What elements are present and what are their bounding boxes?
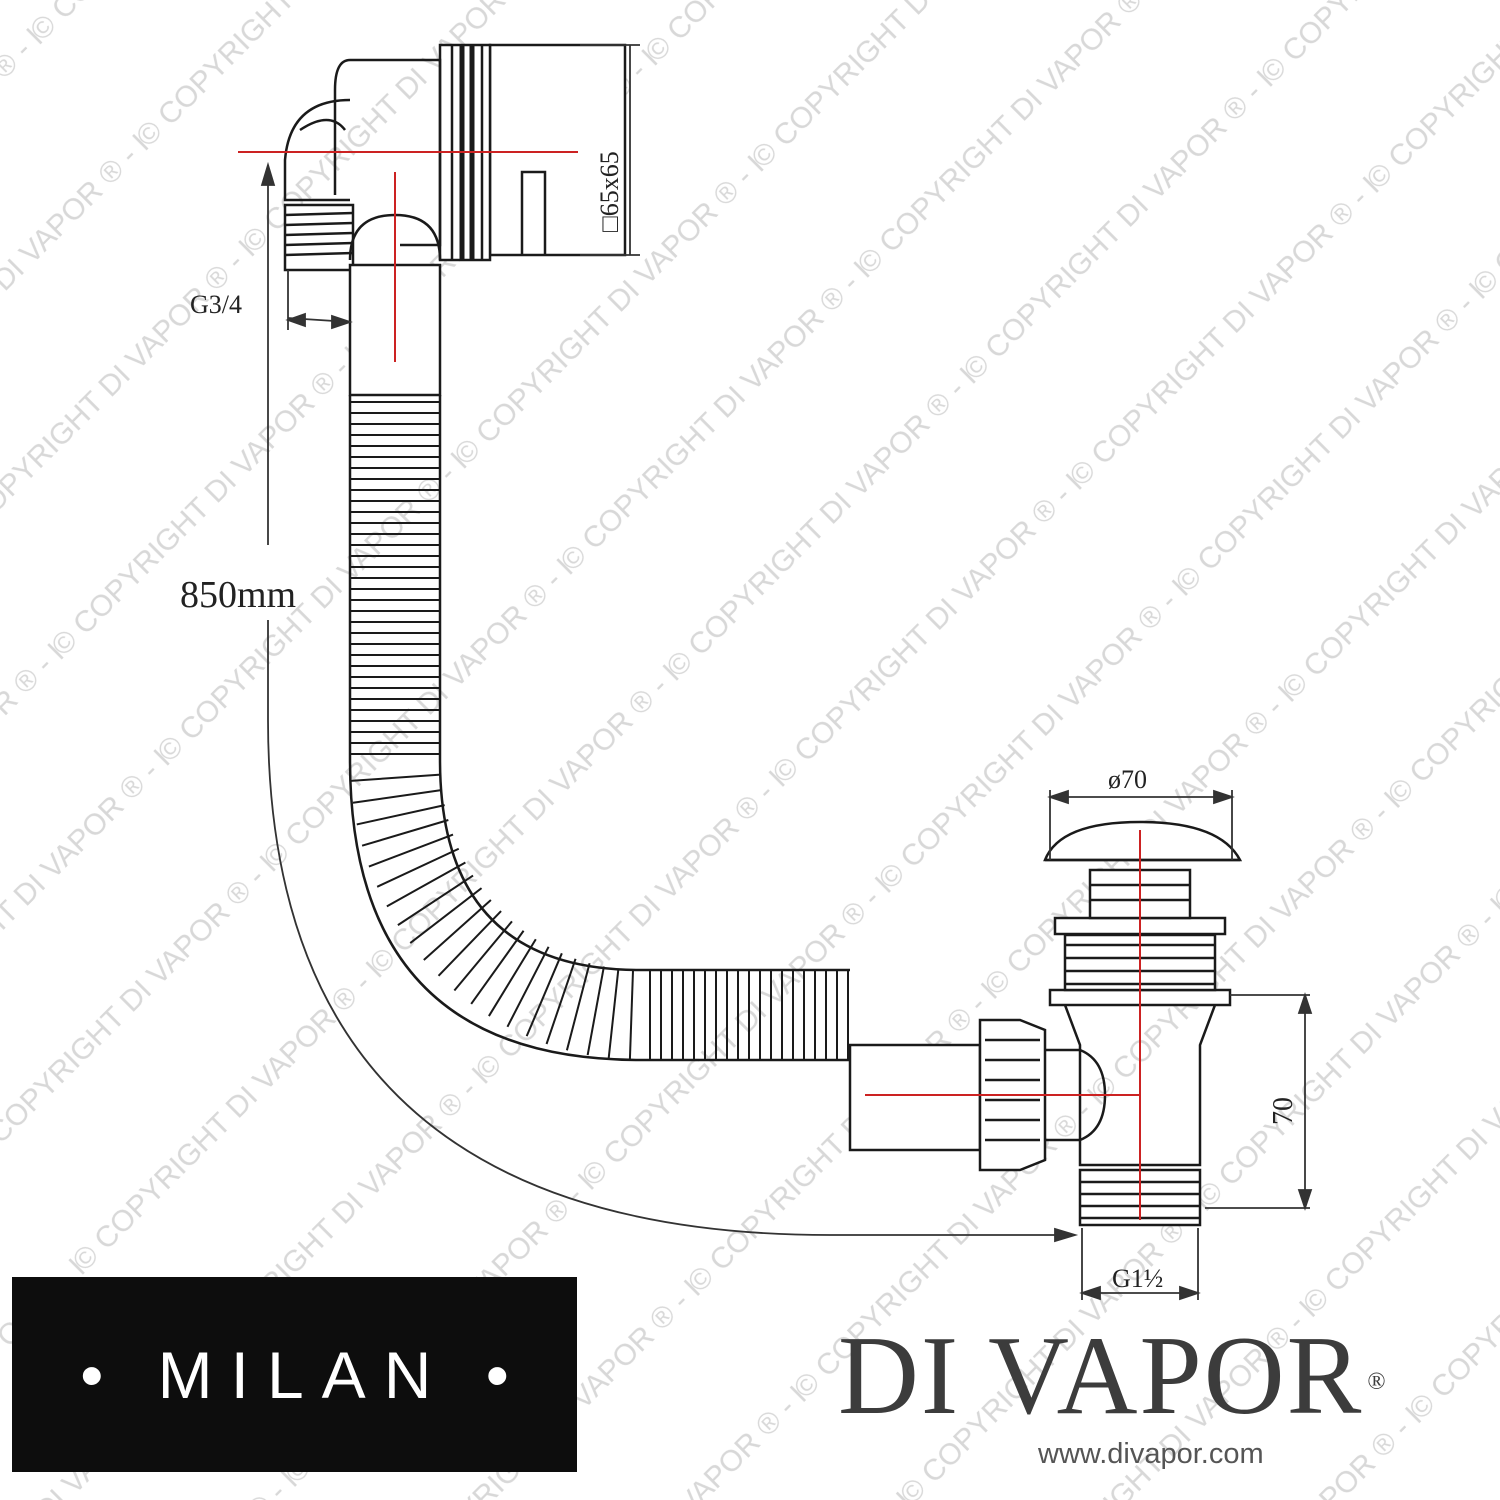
outlet-thread-dimension: G1½ [1112,1264,1163,1293]
overflow-plate [488,43,627,257]
hose-rib [586,966,605,1056]
hose-rib [506,946,550,1028]
flexible-hose [348,263,982,1152]
hose-rib [409,887,483,944]
di-vapor-logo-text: DI VAPOR [838,1314,1364,1438]
hose-rib [565,962,591,1051]
overflow-slot [520,170,547,255]
centerlines [238,151,1141,1220]
inlet-loop [283,98,351,202]
hose-rib [437,910,502,977]
hose-rib [545,958,577,1045]
hose-ribs [350,401,849,1060]
hose-rib [386,861,466,908]
website-url: www.divapor.com [1038,1438,1264,1470]
hose-length-dimension: 850mm [180,574,296,616]
hose-rib [628,969,635,1060]
hose-rib [361,819,449,847]
milan-logo-text: • MILAN • [80,1337,527,1412]
hose-rib [376,847,460,888]
overflow-elbow [333,58,351,195]
registered-mark: ® [1367,1369,1388,1395]
hose-rib [423,899,492,961]
inlet-thread-dimension: G3/4 [190,290,242,319]
hose-rigid-bottom [848,1043,982,1152]
hose-rib [525,952,563,1037]
length-arc [267,620,1065,1236]
di-vapor-logo: DI VAPOR® [838,1320,1478,1432]
hose-rib [453,920,513,992]
hose-rib [470,930,525,1005]
hose-rib [488,938,537,1017]
waste-cap-diameter-dimension: ø70 [1108,765,1147,794]
hose-rib [607,968,620,1059]
waste-cap [1043,820,1243,862]
overflow-assembly [283,43,627,272]
waste-height-dimension: 70 [1268,1097,1299,1125]
hose-outer [348,395,850,1062]
milan-logo: • MILAN • [12,1277,577,1472]
overflow-plate-dimension: □65x65 [595,151,624,232]
dimension-labels: □65x65 G3/4 850mm ø70 70 G1½ [180,151,1299,1293]
dimension-lines [260,44,1313,1301]
hose-rib [356,804,445,826]
hose-rib [368,833,454,868]
hose-rib [397,874,474,926]
hose-rib [350,773,441,782]
hose-inner [438,395,850,972]
hose-rib [352,788,443,804]
